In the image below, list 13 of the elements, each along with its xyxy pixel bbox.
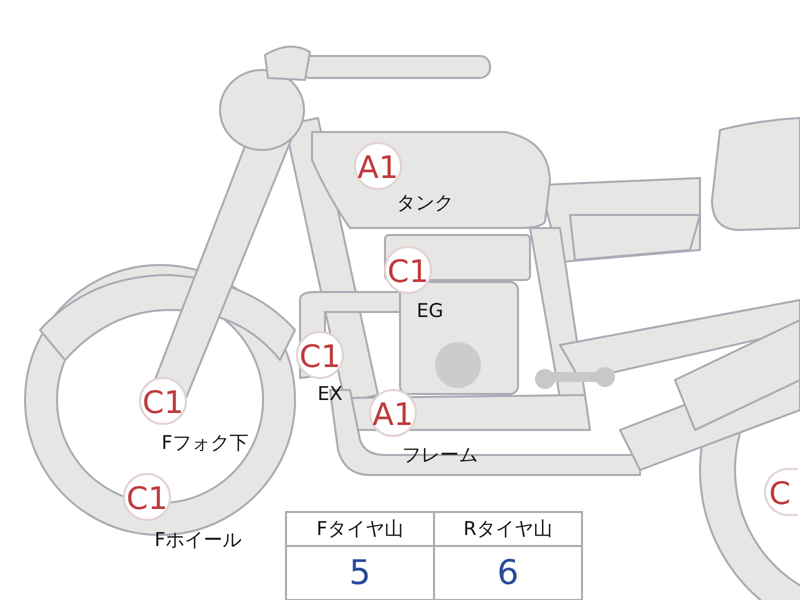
part-label: Fホイール	[154, 528, 242, 553]
tread-value: 6	[434, 546, 582, 600]
grade-label: C1	[123, 473, 171, 521]
part-label: Fフォク下	[162, 431, 248, 456]
part-label: タンク	[396, 191, 454, 216]
table-header: Fタイヤ山	[286, 512, 434, 546]
part-label: フレーム	[402, 443, 478, 468]
part-label: EG	[416, 300, 444, 322]
grade-label: C	[764, 468, 798, 516]
grade-label: C1	[139, 377, 187, 425]
table-header: Rタイヤ山	[434, 512, 582, 546]
part-label: EX	[317, 383, 343, 405]
tread-value: 5	[286, 546, 434, 600]
